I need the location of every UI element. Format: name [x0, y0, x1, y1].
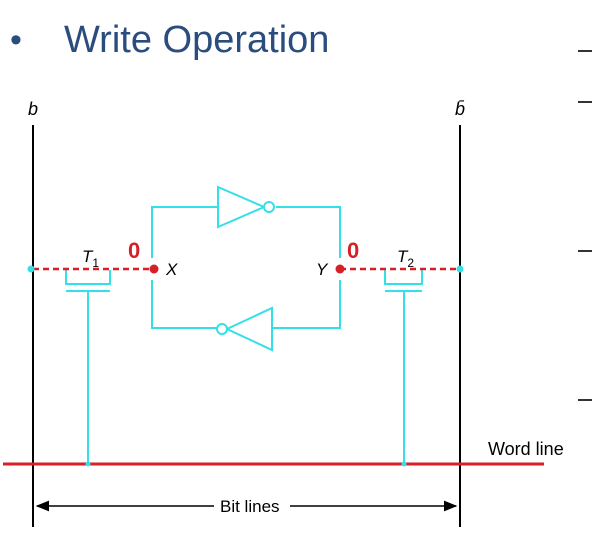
outline-dash-2: [578, 101, 592, 103]
t2-subscript: 2: [407, 256, 414, 270]
node-x-label: X: [165, 260, 178, 279]
t2-label: T2: [397, 247, 414, 270]
t2-gate-junction: [401, 461, 407, 467]
node-y: [335, 264, 345, 274]
top-inverter: [217, 185, 275, 229]
t1-label: T1: [82, 247, 99, 270]
word-line-label: Word line: [488, 439, 564, 459]
outline-dash-3: [578, 250, 592, 252]
bit-lines-label: Bit lines: [220, 497, 280, 516]
node-x-value: 0: [128, 238, 140, 263]
t1-gate-junction: [85, 461, 91, 467]
outline-dash-1: [578, 50, 592, 52]
node-y-value: 0: [347, 238, 359, 263]
t1-subscript: 1: [92, 256, 99, 270]
transistor-t2: [384, 270, 423, 464]
bitline-b-label: b: [28, 99, 38, 119]
t1-name: T: [82, 247, 94, 266]
t2-name: T: [397, 247, 409, 266]
title-bullet: •: [10, 21, 22, 59]
node-y-label: Y: [316, 260, 329, 279]
bottom-inverter: [216, 306, 273, 352]
outline-dash-4: [578, 399, 592, 401]
inverter-loop: [151, 206, 341, 329]
bitline-b-bar-label: b̄: [455, 99, 465, 119]
bitline-b-junction: [27, 265, 35, 273]
transistor-t1: [65, 270, 111, 464]
slide-title: Write Operation: [64, 19, 330, 61]
node-x: [149, 264, 159, 274]
bitline-b-bar-junction: [456, 265, 464, 273]
title-row: • Write Operation: [0, 16, 606, 72]
